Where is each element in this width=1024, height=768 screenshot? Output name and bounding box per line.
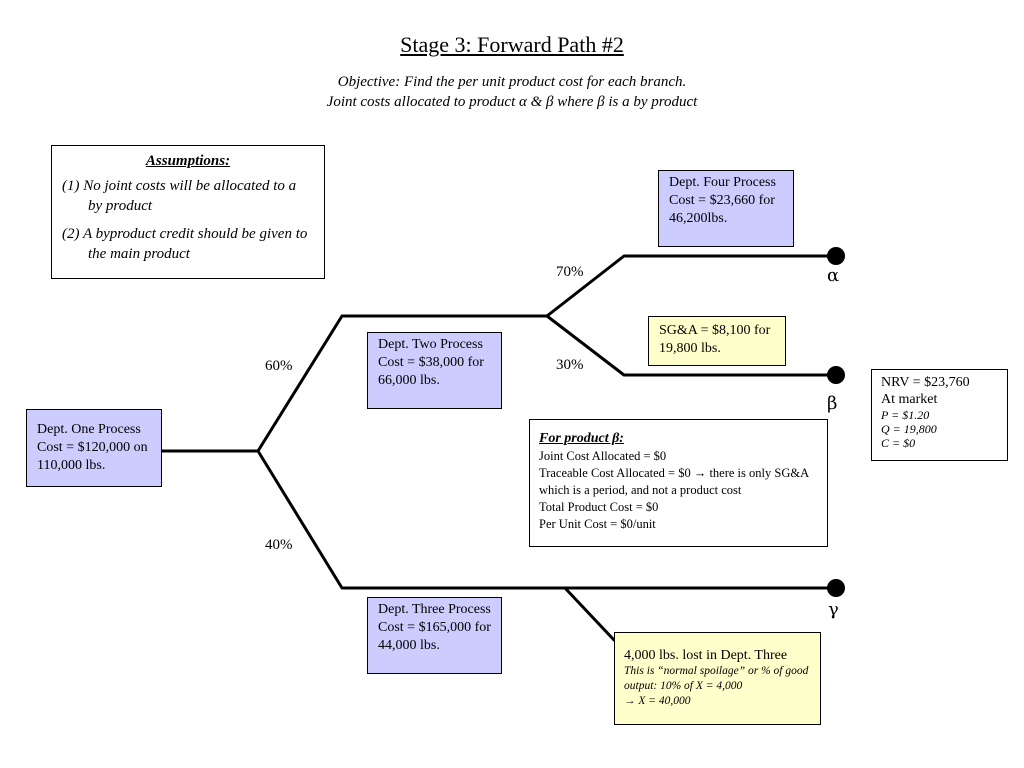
product-beta-line: Total Product Cost = $0 — [539, 500, 659, 514]
spoilage-explanation: This is “normal spoilage” or % of good o… — [624, 665, 809, 692]
spoilage-box: 4,000 lbs. lost in Dept. Three This is “… — [614, 632, 821, 725]
nrv-value: NRV = $23,760 — [881, 375, 970, 390]
page-title: Stage 3: Forward Path #2 — [400, 32, 624, 57]
line-alpha-branch — [545, 254, 838, 318]
line-upper-branch — [256, 314, 549, 453]
line-spoilage — [563, 586, 616, 642]
product-beta-line: Traceable Cost Allocated = $0 → there is… — [539, 466, 809, 497]
dept-one-box: Dept. One Process Cost = $120,000 on 110… — [26, 409, 162, 487]
alpha-endpoint-dot — [827, 247, 845, 265]
gamma-label: γ — [828, 599, 839, 620]
assumption-item: (2) A byproduct credit should be given t… — [62, 226, 308, 262]
line-beta-branch — [545, 314, 838, 377]
gamma-endpoint-dot — [827, 579, 845, 597]
dept-four-text: Dept. Four Process Cost = $23,660 for 46… — [669, 175, 776, 226]
nrv-box: NRV = $23,760 At market P = $1.20 Q = 19… — [871, 369, 1008, 461]
spoilage-result: → X = 40,000 — [624, 695, 691, 707]
nrv-price: P = $1.20 — [881, 408, 930, 422]
assumptions-heading: Assumptions: — [145, 153, 231, 169]
dept-one-text: Dept. One Process Cost = $120,000 on 110… — [37, 422, 148, 473]
sga-text: SG&A = $8,100 for 19,800 lbs. — [659, 323, 771, 356]
dept-four-box: Dept. Four Process Cost = $23,660 for 46… — [658, 170, 794, 247]
assumptions-box: Assumptions: (1) No joint costs will be … — [51, 145, 325, 279]
dept-three-text: Dept. Three Process Cost = $165,000 for … — [378, 602, 491, 653]
nrv-market: At market — [881, 392, 938, 407]
dept-two-text: Dept. Two Process Cost = $38,000 for 66,… — [378, 337, 484, 388]
percent-lower-label: 40% — [265, 537, 293, 553]
objective-line-1: Objective: Find the per unit product cos… — [337, 74, 687, 90]
alpha-label: α — [827, 265, 840, 286]
product-beta-line: Per Unit Cost = $0/unit — [539, 517, 656, 531]
dept-three-box: Dept. Three Process Cost = $165,000 for … — [367, 597, 502, 674]
percent-upper-label: 60% — [265, 358, 293, 374]
beta-label: β — [827, 393, 838, 414]
percent-beta-label: 30% — [556, 357, 584, 373]
sga-box: SG&A = $8,100 for 19,800 lbs. — [648, 316, 786, 366]
percent-alpha-label: 70% — [556, 264, 584, 280]
line-lower-branch — [256, 449, 838, 590]
beta-endpoint-dot — [827, 366, 845, 384]
dept-two-box: Dept. Two Process Cost = $38,000 for 66,… — [367, 332, 502, 409]
objective-line-2: Joint costs allocated to product α & β w… — [326, 94, 698, 110]
nrv-quantity: Q = 19,800 — [881, 422, 937, 436]
nrv-cost: C = $0 — [881, 436, 916, 450]
product-beta-box: For product β: Joint Cost Allocated = $0… — [529, 419, 828, 547]
assumption-item: (1) No joint costs will be allocated to … — [62, 178, 297, 214]
product-beta-line: Joint Cost Allocated = $0 — [539, 449, 667, 463]
spoilage-headline: 4,000 lbs. lost in Dept. Three — [624, 648, 788, 663]
product-beta-heading: For product β: — [539, 431, 624, 446]
